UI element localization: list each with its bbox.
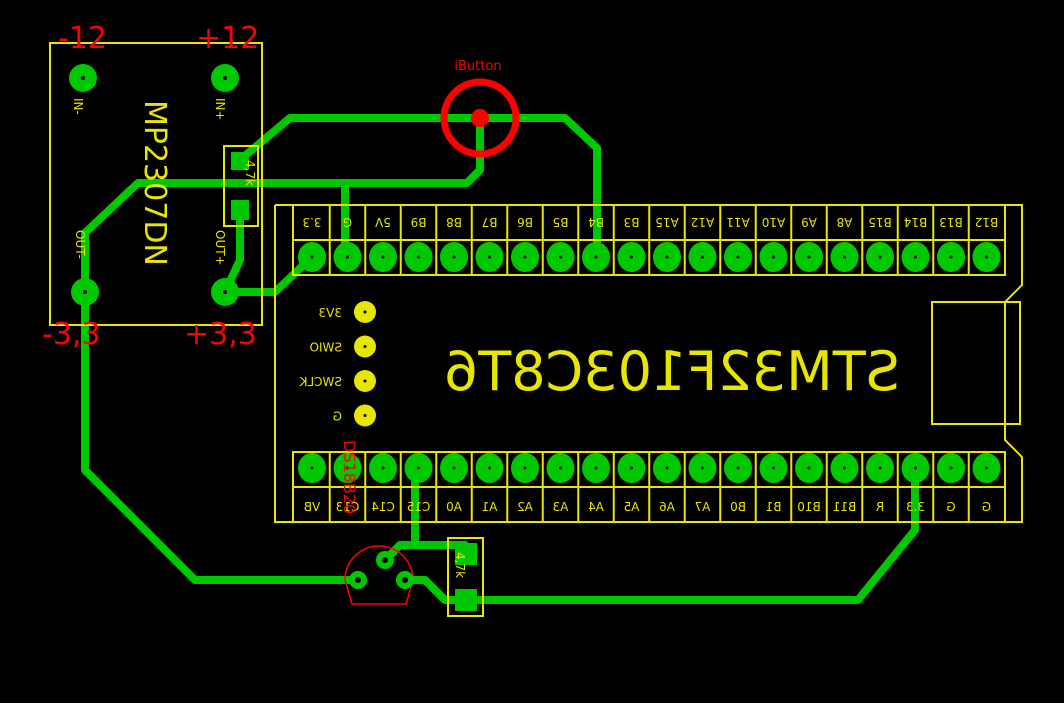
voltage-in-neg: -12 (58, 21, 107, 56)
voltage-out-neg: -3,3 (42, 317, 101, 352)
trace-data-sensor (381, 541, 469, 564)
top-pin-label: A11 (726, 215, 749, 229)
bottom-pin-label: A6 (659, 500, 675, 514)
trace-vcc-sensor (401, 464, 919, 604)
bottom-pin-label: G (982, 500, 991, 514)
top-pin-label: A12 (691, 215, 714, 229)
bottom-pin-label: C13 (336, 500, 360, 514)
ibutton-label: iButton (454, 59, 501, 74)
bottom-pin-label: A2 (517, 500, 533, 514)
top-pin-label: B5 (553, 215, 569, 229)
bottom-pin-label: G (946, 500, 955, 514)
top-pin-label: B12 (975, 215, 999, 229)
bottom-pin-label: B0 (730, 500, 746, 514)
bottom-pin-label: VB (304, 500, 320, 514)
resistor-top: 4,7k (223, 145, 259, 227)
mp2307dn-module: MP2307DN IN- IN+ OUT- OUT+ -12 +12 -3,3 … (42, 21, 263, 352)
bottom-header: VB C13 C14 C15 A0 A1 A2 A3 A4 A5 A6 A7 B0 B1 B10 B11 R 3.… (298, 452, 1001, 522)
top-pin-label: A9 (801, 215, 817, 229)
pin-label-out-neg: OUT- (73, 230, 87, 259)
top-pin-label: B6 (517, 215, 533, 229)
top-pin-label: B14 (904, 215, 928, 229)
top-pin-label: B15 (868, 215, 892, 229)
bottom-pin-label: C15 (407, 500, 431, 514)
trace-ibutton-gnd (81, 114, 484, 296)
bottom-pin-label: B1 (766, 500, 782, 514)
top-pin-label: 5V (374, 215, 391, 229)
top-pin-label: G (343, 215, 352, 229)
bottom-pin-label: 3.3 (906, 500, 925, 514)
top-pin-label: B8 (446, 215, 462, 229)
pin-label-in-neg: IN- (71, 98, 85, 115)
top-pin-label: B4 (588, 215, 604, 229)
bottom-pin-label: R (876, 500, 884, 514)
board-name: STM32F103C8T6 (444, 340, 900, 403)
pin-label-in-pos: IN+ (213, 98, 227, 121)
bottom-pin-label: A5 (624, 500, 640, 514)
ibutton-socket: iButton (440, 59, 520, 158)
debug-pin-label: SWCLK (298, 375, 342, 389)
bottom-pin-label: A7 (695, 500, 711, 514)
top-pin-label: B3 (624, 215, 640, 229)
top-pin-label: A10 (762, 215, 785, 229)
resistor-bottom: 4,7k (447, 537, 484, 617)
top-pin-label: A8 (837, 215, 853, 229)
debug-pin-label: SWIO (310, 341, 342, 355)
top-pin-label: B13 (939, 215, 963, 229)
top-pin-label: B9 (411, 215, 427, 229)
module-name: MP2307DN (137, 100, 172, 266)
debug-pin-label: 3V3 (319, 306, 342, 320)
trace-gnd-sensor (81, 288, 362, 584)
bottom-pin-label: B11 (833, 500, 857, 514)
resistor-bottom-label: 4,7k (453, 552, 467, 578)
top-pin-label: 3.3 (302, 215, 321, 229)
top-pin-label: A15 (655, 215, 678, 229)
top-header: 3.3 G 5V B9 B8 B7 B6 B5 B4 B3 A15 A12 A11 A10 A9 A8 B15 B… (298, 205, 1001, 275)
debug-pin-label: G (333, 410, 342, 424)
bottom-pin-label: A0 (446, 500, 462, 514)
bottom-pin-label: C14 (371, 500, 395, 514)
voltage-out-pos: +3,3 (184, 317, 257, 352)
ds18b20-sensor: DS18B20 (340, 440, 414, 605)
bottom-pin-label: A3 (553, 500, 569, 514)
bottom-pin-label: A4 (588, 500, 604, 514)
resistor-top-label: 4,7k (243, 160, 257, 186)
voltage-in-pos: +12 (196, 21, 259, 56)
bottom-pin-label: B10 (797, 500, 821, 514)
sensor-label: DS18B20 (340, 440, 359, 514)
copper-traces (81, 114, 919, 604)
bottom-pin-label: A1 (482, 500, 498, 514)
trace-ibutton-b4 (236, 114, 601, 261)
pin-label-out-pos: OUT+ (213, 230, 227, 266)
top-pin-label: B7 (482, 215, 498, 229)
